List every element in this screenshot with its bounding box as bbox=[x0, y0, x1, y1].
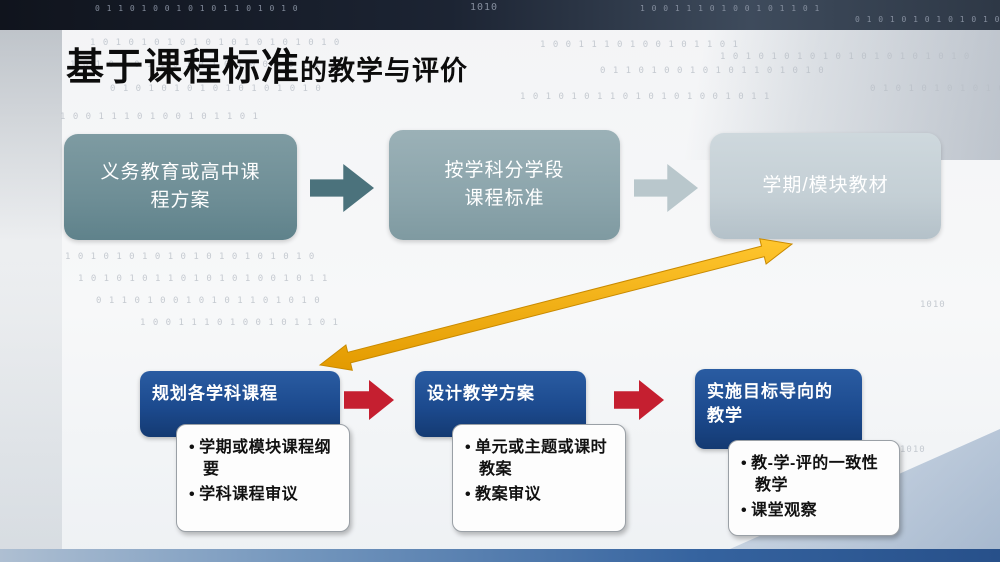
flow-arrow-1-icon bbox=[310, 164, 374, 212]
step-callout-implement-teaching: 教-学-评的一致性教学 课堂观察 bbox=[728, 440, 900, 536]
bullet-item: 课堂观察 bbox=[741, 500, 889, 522]
left-edge-texture bbox=[0, 30, 62, 562]
binary-texture: 0 1 1 0 1 0 0 1 0 1 0 1 1 0 1 0 1 0 bbox=[96, 296, 321, 306]
binary-texture: 1 0 1 0 1 0 1 0 1 0 1 0 1 0 1 0 1 0 1 0 bbox=[720, 52, 971, 62]
top-band bbox=[0, 0, 1000, 30]
top-flow-box-curriculum-standard: 按学科分学段课程标准 bbox=[389, 130, 620, 240]
binary-texture: 0 1 1 0 1 0 0 1 0 1 0 1 1 0 1 0 1 0 bbox=[600, 66, 825, 76]
bullet-item: 教案审议 bbox=[465, 484, 615, 506]
binary-texture: 0 1 0 1 0 1 0 1 0 1 0 1 0 1 0 1 0 bbox=[110, 84, 322, 94]
step-header-label: 实施目标导向的教学 bbox=[707, 382, 833, 425]
binary-texture: 1 0 0 1 1 1 0 1 0 0 1 0 1 1 0 1 bbox=[60, 112, 259, 122]
step-callout-design-teaching: 单元或主题或课时教案 教案审议 bbox=[452, 424, 626, 532]
binary-texture: 1 0 1 0 1 0 1 1 0 1 0 1 0 1 0 0 1 0 1 1 bbox=[78, 274, 329, 284]
process-arrow-1-icon bbox=[344, 380, 394, 420]
binary-texture: 1 0 0 1 1 1 0 1 0 0 1 0 1 1 0 1 bbox=[540, 40, 739, 50]
bullet-item: 学科课程审议 bbox=[189, 484, 339, 506]
bullet-list: 单元或主题或课时教案 教案审议 bbox=[465, 437, 615, 506]
step-header-label: 规划各学科课程 bbox=[152, 384, 278, 403]
binary-texture: 1010 bbox=[470, 2, 499, 13]
binary-texture: 1 0 1 0 1 0 1 1 0 1 0 1 0 1 0 0 1 0 1 1 bbox=[70, 60, 321, 70]
bullet-item: 学期或模块课程纲要 bbox=[189, 437, 339, 480]
step-header-implement-teaching: 实施目标导向的教学 bbox=[695, 369, 862, 449]
binary-texture: 0 1 1 0 1 0 0 1 0 1 0 1 1 0 1 0 1 0 bbox=[95, 4, 299, 13]
bottom-accent-bar bbox=[0, 549, 1000, 562]
binary-texture: 1010 bbox=[920, 300, 946, 310]
step-header-label: 设计教学方案 bbox=[427, 384, 535, 403]
binary-texture: 1 0 1 0 1 0 1 0 1 0 1 0 1 0 1 0 1 0 1 0 bbox=[65, 252, 316, 262]
binary-texture: 1 0 1 0 1 0 1 0 1 0 1 0 1 0 1 0 1 0 1 0 bbox=[90, 38, 341, 48]
binary-texture: 1 0 0 1 1 1 0 1 0 0 1 0 1 1 0 1 bbox=[140, 318, 339, 328]
top-flow-box-label: 学期/模块教材 bbox=[762, 175, 889, 197]
top-flow-box-label: 义务教育或高中课程方案 bbox=[100, 162, 261, 211]
top-flow-box-curriculum-plan: 义务教育或高中课程方案 bbox=[64, 134, 297, 240]
bullet-item: 单元或主题或课时教案 bbox=[465, 437, 615, 480]
binary-texture: 1 0 0 1 1 1 0 1 0 0 1 0 1 1 0 1 bbox=[640, 4, 821, 13]
bullet-item: 教-学-评的一致性教学 bbox=[741, 453, 889, 496]
binary-texture: 1010 bbox=[900, 445, 926, 455]
binary-texture: 0 1 0 1 0 1 0 1 0 1 0 1 0 1 0 1 0 bbox=[855, 15, 1000, 24]
title-sub: 的教学与评价 bbox=[300, 56, 469, 86]
page-title: 基于课程标准的教学与评价 bbox=[66, 36, 468, 91]
bullet-list: 教-学-评的一致性教学 课堂观察 bbox=[741, 453, 889, 522]
title-main: 基于课程标准 bbox=[66, 47, 301, 89]
step-callout-plan-curriculum: 学期或模块课程纲要 学科课程审议 bbox=[176, 424, 350, 532]
flow-arrow-2-icon bbox=[634, 164, 698, 212]
process-arrow-2-icon bbox=[614, 380, 664, 420]
binary-texture: 0 1 0 1 0 1 0 1 0 1 0 1 0 1 0 1 0 bbox=[870, 84, 1000, 94]
top-flow-box-label: 按学科分学段课程标准 bbox=[444, 160, 565, 209]
bullet-list: 学期或模块课程纲要 学科课程审议 bbox=[189, 437, 339, 506]
top-flow-box-textbook: 学期/模块教材 bbox=[710, 133, 941, 239]
binary-texture: 1 0 1 0 1 0 1 1 0 1 0 1 0 1 0 0 1 0 1 1 bbox=[520, 92, 771, 102]
